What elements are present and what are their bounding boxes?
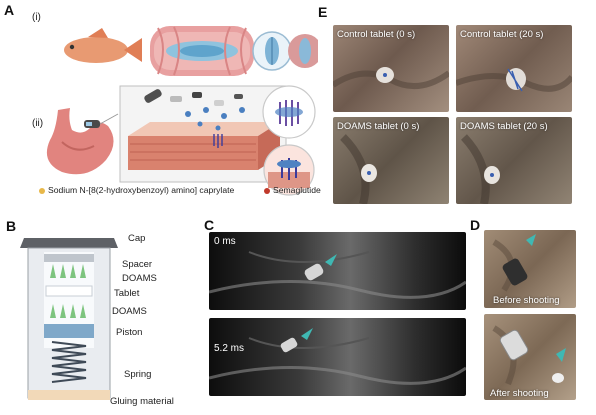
photo-caption-control-20s: Control tablet (20 s) <box>460 29 544 40</box>
photo-caption-doams-20s: DOAMS tablet (20 s) <box>460 121 548 132</box>
label-gluing-material: Gluing material <box>110 396 174 407</box>
panel-a-sub-i: (i) <box>32 12 41 23</box>
timecode-0ms: 0 ms <box>214 236 236 247</box>
photo-after-shooting <box>484 314 576 400</box>
photo-caption-doams-0s: DOAMS tablet (0 s) <box>337 121 420 132</box>
legend-label-semaglutide: Semaglutide <box>273 185 321 195</box>
zoom-circle-1-icon <box>252 31 292 71</box>
highspeed-frame-0ms <box>209 232 466 310</box>
label-spring: Spring <box>124 369 152 380</box>
device-cross-section-diagram <box>20 238 118 400</box>
timecode-5-2ms: 5.2 ms <box>214 343 245 354</box>
zoom-circle-2-icon <box>288 34 318 68</box>
legend-dot-yellow-icon <box>39 188 45 194</box>
panel-d-letter: D <box>470 217 481 233</box>
photo-control-0s <box>333 25 449 112</box>
legend-label-caprylate: Sodium N-[8(2-hydroxybenzoyl) amino] cap… <box>48 185 235 195</box>
label-spacer: Spacer <box>122 259 153 270</box>
zoom-circle-tissue-icon <box>263 144 315 196</box>
panel-c-letter: C <box>204 217 215 233</box>
photo-doams-20s <box>456 117 572 204</box>
device-cap <box>20 238 118 248</box>
photo-before-shooting <box>484 230 576 308</box>
label-cap: Cap <box>128 233 146 244</box>
label-doams-bottom: DOAMS <box>112 306 147 317</box>
photo-caption-control-0s: Control tablet (0 s) <box>337 29 416 40</box>
label-doams-top: DOAMS <box>122 273 157 284</box>
caption-after-shooting: After shooting <box>490 388 549 399</box>
panel-a-letter: A <box>4 2 15 18</box>
panel-a-sub-ii: (ii) <box>32 118 44 129</box>
panel-e-letter: E <box>318 4 328 20</box>
intestine-icon <box>150 26 254 76</box>
panel-a-ii-zoom-circles <box>262 85 316 196</box>
panel-b-letter: B <box>6 218 17 234</box>
fish-icon <box>64 28 142 63</box>
label-tablet: Tablet <box>114 288 140 299</box>
highspeed-frame-5-2ms <box>209 318 466 396</box>
stomach-icon <box>46 108 119 175</box>
photo-doams-0s <box>333 117 449 204</box>
panel-a-i-illustration <box>64 26 318 76</box>
zoom-circle-molecule-icon <box>262 85 316 139</box>
label-piston: Piston <box>116 327 143 338</box>
photo-control-20s <box>456 25 572 112</box>
legend-dot-red-icon <box>264 188 270 194</box>
caption-before-shooting: Before shooting <box>493 295 560 306</box>
